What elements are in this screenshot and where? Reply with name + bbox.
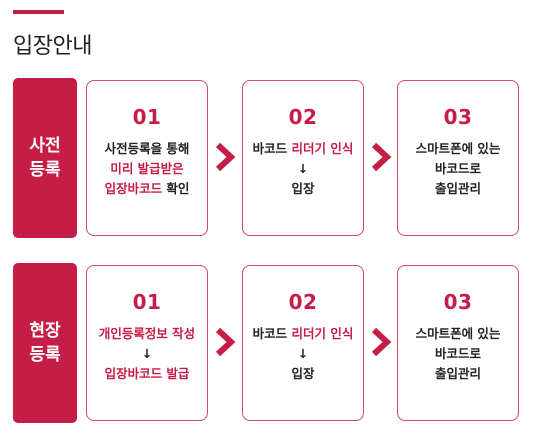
row-label-line1: 현장: [29, 321, 61, 341]
step-line: 스마트폰에 있는: [415, 326, 501, 341]
step-card-3: 03 스마트폰에 있는 바코드로 출입관리: [397, 80, 519, 236]
step-highlight: 입장바코드: [104, 181, 163, 196]
row-label-line1: 사전: [29, 136, 61, 156]
step-card-1: 01 사전등록을 통해 미리 발급받은 입장바코드 확인: [86, 80, 208, 236]
step-text-head: 바코드: [252, 141, 292, 156]
chevron-right-icon: [214, 142, 236, 172]
title-accent-bar: [13, 10, 64, 14]
row-label-line2: 등록: [29, 345, 61, 365]
chevron-right-icon: [214, 327, 236, 357]
step-text: 바코드 리더기 인식 ↓ 입장: [253, 139, 354, 199]
down-arrow-icon: ↓: [297, 161, 309, 176]
step-highlight: 리더기 인식: [291, 326, 354, 341]
step-line: 출입관리: [434, 181, 481, 196]
step-number: 02: [288, 105, 318, 129]
down-arrow-icon: ↓: [297, 346, 309, 361]
step-card-2: 02 바코드 리더기 인식 ↓ 입장: [242, 265, 364, 421]
step-line-highlight: 개인등록정보 작성: [98, 326, 196, 341]
chevron-right-icon: [370, 142, 392, 172]
down-arrow-icon: ↓: [141, 346, 153, 361]
row-label-pre-registration: 사전 등록: [13, 78, 77, 238]
step-text: 바코드 리더기 인식 ↓ 입장: [253, 324, 354, 384]
step-number: 02: [288, 290, 318, 314]
onsite-registration-row: 현장 등록 01 개인등록정보 작성 ↓ 입장바코드 발급 02 바코드 리더기…: [13, 263, 533, 423]
step-line: 입장: [291, 181, 315, 196]
step-line: 출입관리: [434, 366, 481, 381]
step-line-highlight: 미리 발급받은: [110, 161, 184, 176]
step-line: 입장: [291, 366, 315, 381]
step-line: 입장바코드 확인: [105, 179, 190, 199]
step-text-tail: 확인: [162, 181, 190, 196]
step-text: 스마트폰에 있는 바코드로 출입관리: [416, 324, 501, 384]
step-line: 스마트폰에 있는: [415, 141, 501, 156]
step-line: 사전등록을 통해: [104, 141, 190, 156]
step-card-3: 03 스마트폰에 있는 바코드로 출입관리: [397, 265, 519, 421]
chevron-right-icon: [370, 327, 392, 357]
page-title: 입장안내: [13, 34, 92, 59]
step-text: 스마트폰에 있는 바코드로 출입관리: [416, 139, 501, 199]
step-number: 03: [443, 105, 473, 129]
pre-registration-row: 사전 등록 01 사전등록을 통해 미리 발급받은 입장바코드 확인 02 바코…: [13, 78, 533, 238]
step-line: 바코드로: [434, 161, 481, 176]
step-line: 바코드로: [434, 346, 481, 361]
step-line-highlight: 입장바코드 발급: [104, 366, 190, 381]
step-text: 사전등록을 통해 미리 발급받은 입장바코드 확인: [105, 139, 190, 199]
step-line: 바코드 리더기 인식: [253, 139, 354, 159]
step-text: 개인등록정보 작성 ↓ 입장바코드 발급: [99, 324, 195, 384]
step-number: 03: [443, 290, 473, 314]
step-number: 01: [132, 290, 162, 314]
row-label-line2: 등록: [29, 160, 61, 180]
step-number: 01: [132, 105, 162, 129]
row-label-onsite-registration: 현장 등록: [13, 263, 77, 423]
step-text-head: 바코드: [252, 326, 292, 341]
step-line: 바코드 리더기 인식: [253, 324, 354, 344]
step-card-2: 02 바코드 리더기 인식 ↓ 입장: [242, 80, 364, 236]
step-highlight: 리더기 인식: [291, 141, 354, 156]
step-card-1: 01 개인등록정보 작성 ↓ 입장바코드 발급: [86, 265, 208, 421]
